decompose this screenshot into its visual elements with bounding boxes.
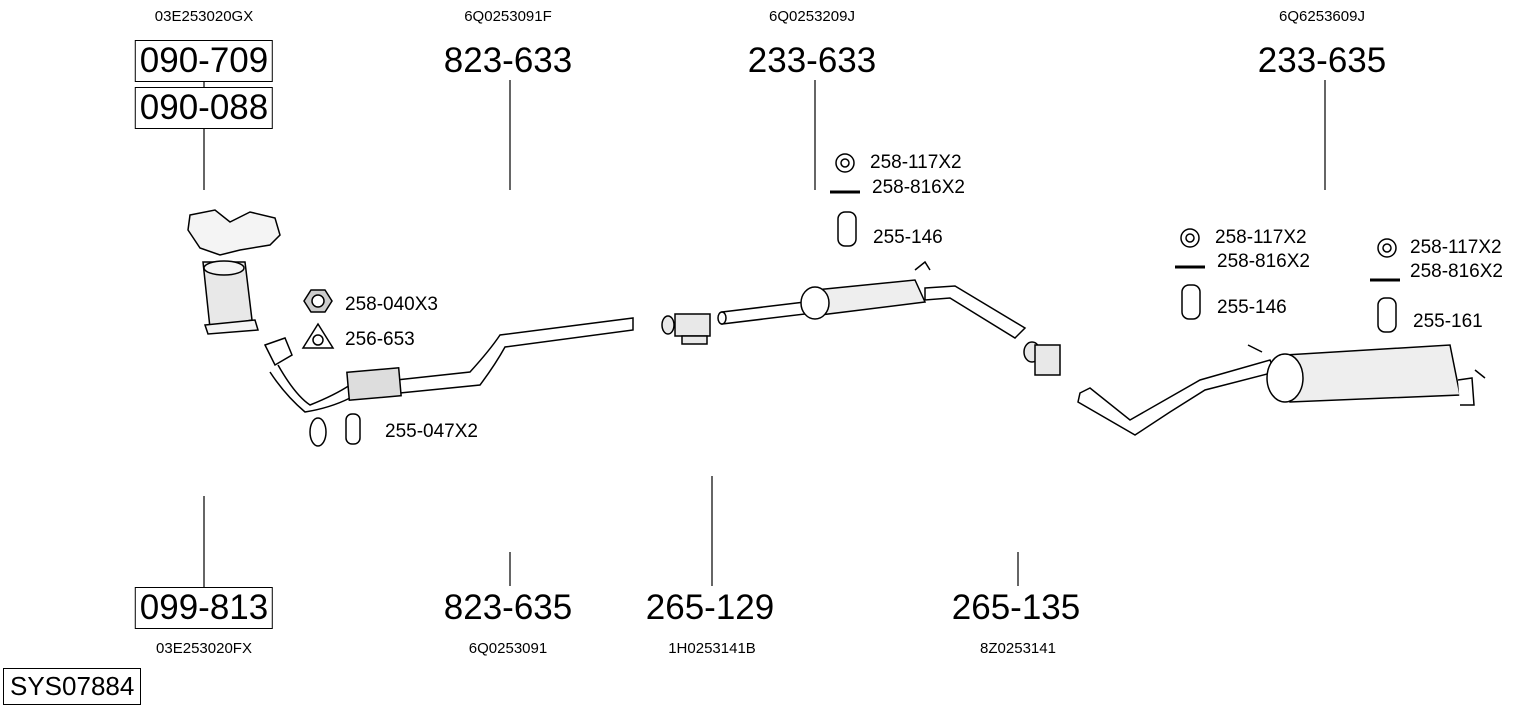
- part-number[interactable]: 823-635: [443, 588, 573, 627]
- part-number[interactable]: 233-635: [1257, 41, 1387, 80]
- oe-number: 6Q6253609J: [1279, 8, 1365, 25]
- part-number[interactable]: 823-633: [443, 41, 573, 80]
- accessory-label[interactable]: 258-117X2: [870, 152, 962, 173]
- rear-muffler: [1077, 344, 1486, 436]
- rubber-hanger-icon: [837, 211, 857, 247]
- system-id: SYS07884: [3, 668, 142, 705]
- clamp-265-129: [661, 313, 711, 345]
- accessory-label[interactable]: 258-816X2: [1217, 251, 1310, 272]
- accessory-label[interactable]: 258-117X2: [1410, 237, 1502, 258]
- oe-number: 03E253020FX: [156, 640, 252, 657]
- part-number[interactable]: 265-129: [645, 588, 775, 627]
- accessory-icons: [301, 153, 1400, 445]
- manifold-catalyst: [187, 209, 281, 335]
- middle-muffler: [717, 260, 1027, 339]
- accessory-label[interactable]: 258-816X2: [1410, 261, 1503, 282]
- accessory-label[interactable]: 255-146: [1217, 297, 1287, 318]
- part-number[interactable]: 265-135: [951, 588, 1081, 627]
- part-number-box[interactable]: 090-709: [134, 40, 274, 82]
- rubber-hanger-icon: [1377, 297, 1397, 333]
- oe-number: 03E253020GX: [154, 8, 254, 25]
- oe-number: 6Q0253091F: [464, 8, 552, 25]
- part-number-box[interactable]: 090-088: [134, 87, 274, 129]
- oe-number: 6Q0253091: [468, 640, 548, 657]
- rubber-hanger-icon: [1181, 284, 1201, 320]
- rubber-hanger-icon: [345, 413, 361, 445]
- accessory-label[interactable]: 255-161: [1413, 311, 1483, 332]
- accessory-label[interactable]: 258-816X2: [872, 177, 965, 198]
- part-number-box[interactable]: 099-813: [134, 587, 274, 629]
- oe-number: 6Q0253209J: [769, 8, 855, 25]
- part-number[interactable]: 233-633: [747, 41, 877, 80]
- accessory-label[interactable]: 258-040X3: [345, 294, 438, 315]
- front-pipe: [263, 317, 634, 447]
- clamp-265-135: [1023, 341, 1061, 376]
- oe-number: 1H0253141B: [668, 640, 756, 657]
- accessory-label[interactable]: 258-117X2: [1215, 227, 1307, 248]
- oe-number: 8Z0253141: [980, 640, 1056, 657]
- accessory-label[interactable]: 255-047X2: [385, 421, 478, 442]
- leader-lines: [203, 80, 1326, 588]
- accessory-label[interactable]: 255-146: [873, 227, 943, 248]
- accessory-label[interactable]: 256-653: [345, 329, 415, 350]
